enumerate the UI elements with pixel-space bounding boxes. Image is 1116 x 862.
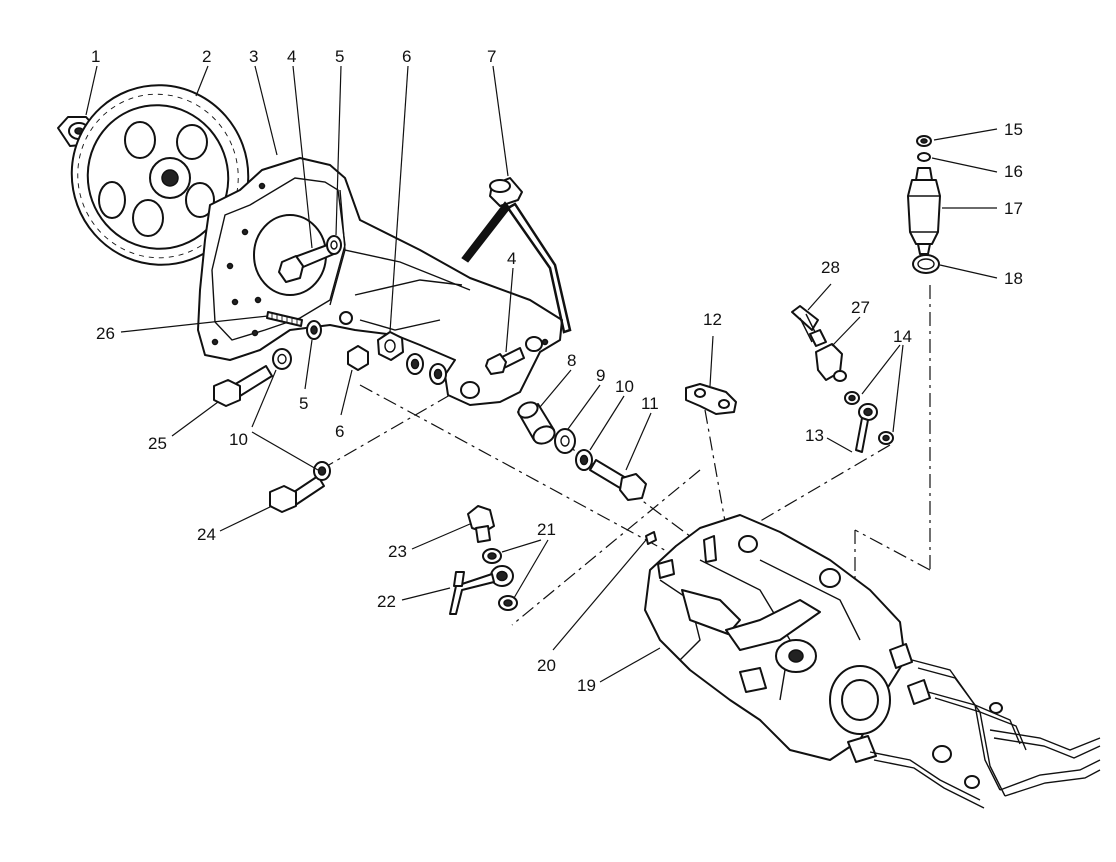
- callout-26: 26: [96, 324, 115, 343]
- bolt-part-4b: [485, 347, 525, 375]
- washer-part-21a: [482, 548, 502, 564]
- bolt-part-11: [589, 459, 647, 501]
- callout-9: 9: [596, 366, 605, 385]
- washer-part-10c: [575, 449, 593, 471]
- washer-part-9: [554, 428, 576, 454]
- pulley-part-2: [70, 84, 250, 266]
- fitting-part-28: [791, 305, 827, 347]
- callout-5: 5: [335, 47, 344, 66]
- callout-17: 17: [1004, 199, 1023, 218]
- injector-part-17: [907, 167, 941, 255]
- washer-part-10b: [313, 461, 331, 481]
- callout-4: 4: [287, 47, 296, 66]
- callout-15: 15: [1004, 120, 1023, 139]
- callout-8: 8: [567, 351, 576, 370]
- union-part-27: [815, 343, 847, 382]
- nut-part-6a: [377, 331, 404, 361]
- callout-2: 2: [202, 47, 211, 66]
- callout-21: 21: [537, 520, 556, 539]
- washer-part-16: [917, 152, 931, 162]
- callout-1: 1: [91, 47, 100, 66]
- callout-16: 16: [1004, 162, 1023, 181]
- callout-18: 18: [1004, 269, 1023, 288]
- leader-lines: [85, 65, 998, 683]
- callout-19: 19: [577, 676, 596, 695]
- plate-part-12: [685, 383, 737, 415]
- bolt-part-25: [213, 365, 273, 407]
- washer-part-21b: [498, 595, 518, 611]
- washer-part-14b: [878, 431, 894, 445]
- callout-11: 11: [641, 394, 659, 413]
- callout-5-lower: 5: [299, 394, 308, 413]
- callout-3: 3: [249, 47, 258, 66]
- key-part-20: [645, 531, 657, 545]
- callout-27: 27: [851, 298, 870, 317]
- washer-part-15: [916, 135, 932, 147]
- bolt-part-23: [467, 505, 495, 543]
- banjo-part-22: [449, 565, 514, 615]
- callout-6: 6: [402, 47, 411, 66]
- callout-13: 13: [805, 426, 824, 445]
- callout-20: 20: [537, 656, 556, 675]
- callout-24: 24: [197, 525, 216, 544]
- callout-6-lower: 6: [335, 422, 344, 441]
- washer-part-14a: [844, 391, 860, 405]
- callout-14: 14: [893, 327, 912, 346]
- spacer-part-8: [517, 401, 556, 445]
- nut-part-6b: [347, 345, 369, 371]
- sleeve-part-7: [461, 177, 572, 334]
- washer-pair: [406, 353, 447, 385]
- callout-23: 23: [388, 542, 407, 561]
- callout-12: 12: [703, 310, 722, 329]
- injection-pump-part-19: [644, 514, 931, 763]
- washer-part-10a: [272, 348, 292, 370]
- bolt-part-24: [269, 475, 325, 513]
- callout-25: 25: [148, 434, 167, 453]
- fuel-pipes: [869, 659, 1101, 809]
- washer-part-5a: [326, 235, 342, 255]
- callout-labels: 1 2 3 4 5 6 7 4 8 9 10 11 12 28 27 14 13…: [91, 47, 1023, 695]
- callout-7: 7: [487, 47, 496, 66]
- callout-22: 22: [377, 592, 396, 611]
- bolt-part-4a: [278, 243, 335, 283]
- callout-4-lower: 4: [507, 249, 516, 268]
- callout-28: 28: [821, 258, 840, 277]
- callout-10-left: 10: [229, 430, 248, 449]
- washer-part-5b: [306, 320, 322, 340]
- banjo-part-13: [855, 403, 878, 453]
- seal-part-18: [912, 254, 940, 274]
- callout-10-right: 10: [615, 377, 634, 396]
